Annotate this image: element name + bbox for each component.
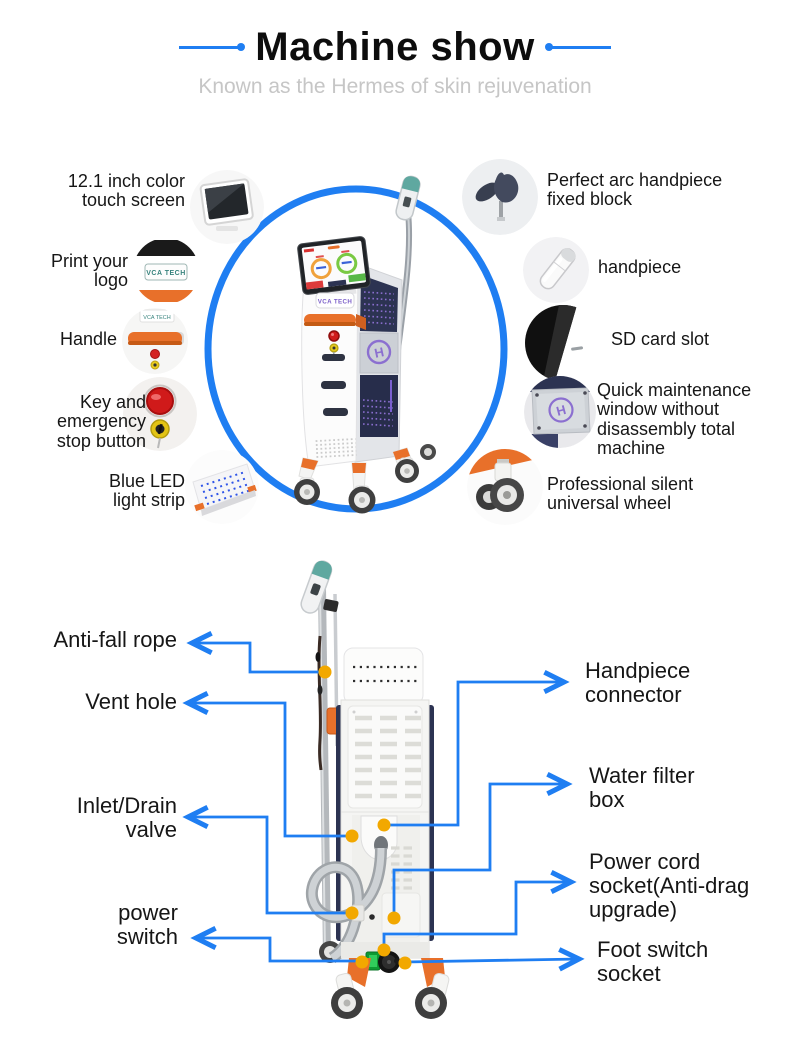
rear-view-scene bbox=[182, 560, 585, 1019]
side-panel-lower-dots bbox=[362, 399, 394, 427]
callout-handpiece-connector: Handpiece connector bbox=[585, 658, 691, 708]
handpiece-photo bbox=[523, 237, 589, 303]
callout-power-switch: power switch bbox=[116, 900, 178, 950]
handle-thumb-logo: VCA TECH bbox=[143, 315, 170, 321]
callout-led-strip: Blue LED light strip bbox=[108, 471, 185, 511]
marker-dots bbox=[318, 665, 412, 970]
callout-lines bbox=[182, 630, 585, 972]
water-filter-plate bbox=[381, 892, 421, 938]
line-vent-hole bbox=[182, 690, 352, 838]
header: Machine show Known as the Hermes of skin… bbox=[0, 26, 790, 99]
h-badge-letter: H bbox=[373, 344, 385, 361]
maintenance-h-letter: H bbox=[555, 402, 568, 419]
line-power-cord bbox=[382, 869, 577, 950]
handpiece-rear bbox=[300, 560, 333, 614]
caster-wheel-photo bbox=[467, 449, 543, 525]
logo-plate-photo: VCA TECH bbox=[133, 238, 199, 304]
dot-power-cord bbox=[377, 943, 391, 957]
dot-anti-fall-rope bbox=[318, 665, 332, 679]
line-anti-fall-rope bbox=[186, 630, 325, 674]
drawer-handles bbox=[321, 354, 348, 416]
title-line-right bbox=[544, 43, 611, 51]
dot-inlet-drain bbox=[345, 906, 359, 920]
maintenance-window-photo: H bbox=[524, 376, 596, 448]
dot-vent-hole bbox=[345, 829, 359, 843]
front-logo-text: VCA TECH bbox=[318, 299, 353, 306]
callout-arc-block: Perfect arc handpiece fixed block bbox=[547, 170, 723, 210]
line-water-filter bbox=[392, 771, 573, 918]
dot-water-filter bbox=[387, 911, 401, 925]
title-row: Machine show bbox=[0, 26, 790, 68]
emergency-stop-button bbox=[328, 330, 340, 342]
side-panel-upper bbox=[360, 275, 398, 332]
vent-slats bbox=[355, 715, 421, 799]
page-subtitle: Known as the Hermes of skin rejuvenation bbox=[198, 75, 592, 98]
led-strip-photo bbox=[185, 450, 259, 524]
callout-vent-hole: Vent hole bbox=[85, 689, 177, 714]
callout-inlet-drain-valve: Inlet/Drain valve bbox=[76, 793, 177, 843]
touch-screen-photo bbox=[190, 170, 264, 244]
h-badge-ring bbox=[366, 339, 392, 365]
callout-universal-wheel: Professional silent universal wheel bbox=[547, 474, 694, 514]
callout-anti-fall-rope: Anti-fall rope bbox=[53, 627, 177, 652]
sd-card-photo bbox=[525, 305, 601, 381]
callout-print-logo: Print your logo bbox=[50, 251, 128, 291]
pole-clamp bbox=[323, 599, 339, 612]
title-line-right-dot bbox=[544, 43, 553, 51]
dot-power-switch bbox=[355, 955, 369, 969]
handle-photo: VCA TECH bbox=[122, 308, 188, 374]
handpiece-front bbox=[395, 175, 421, 221]
callout-sd-card: SD card slot bbox=[611, 329, 710, 349]
line-inlet-drain bbox=[182, 804, 352, 915]
front-logo-plate bbox=[315, 292, 355, 309]
title-line-left-dot bbox=[237, 43, 246, 51]
callout-power-cord-socket: Power cord socket(Anti-drag upgrade) bbox=[589, 849, 750, 923]
rear-cap bbox=[343, 647, 424, 705]
callout-touch-screen: 12.1 inch color touch screen bbox=[67, 171, 185, 211]
key-emergency-photo bbox=[123, 377, 197, 451]
callout-maintenance-window: Quick maintenance window without disasse… bbox=[597, 380, 752, 459]
page-title: Machine show bbox=[255, 25, 535, 69]
side-panel-upper-dots bbox=[363, 291, 395, 325]
callout-handpiece: handpiece bbox=[598, 257, 682, 277]
dot-foot-switch bbox=[398, 956, 412, 970]
callout-handle: Handle bbox=[59, 329, 117, 349]
anti-fall-rope bbox=[317, 635, 323, 771]
front-view-scene: H VCA TECH bbox=[204, 175, 508, 514]
line-handpiece-connector bbox=[384, 669, 570, 827]
line-foot-switch bbox=[404, 947, 585, 972]
side-panel-middle bbox=[359, 332, 399, 374]
dot-handpiece-connector bbox=[377, 818, 391, 832]
callout-foot-switch-socket: Foot switch socket bbox=[597, 937, 709, 987]
line-power-switch bbox=[190, 925, 358, 963]
side-panel-lower bbox=[360, 375, 398, 437]
title-line-left bbox=[179, 43, 246, 51]
callout-key-emergency: Key and emergency stop button bbox=[56, 392, 146, 451]
foot-switch-connector bbox=[394, 958, 400, 964]
rear-casters bbox=[331, 987, 447, 1019]
front-casters bbox=[294, 444, 436, 514]
touch-screen bbox=[297, 236, 371, 299]
rear-pole bbox=[318, 587, 331, 957]
callout-water-filter-box: Water filter box bbox=[589, 763, 695, 813]
arc-block-photo bbox=[462, 159, 538, 235]
logo-thumb-text: VCA TECH bbox=[146, 270, 186, 277]
